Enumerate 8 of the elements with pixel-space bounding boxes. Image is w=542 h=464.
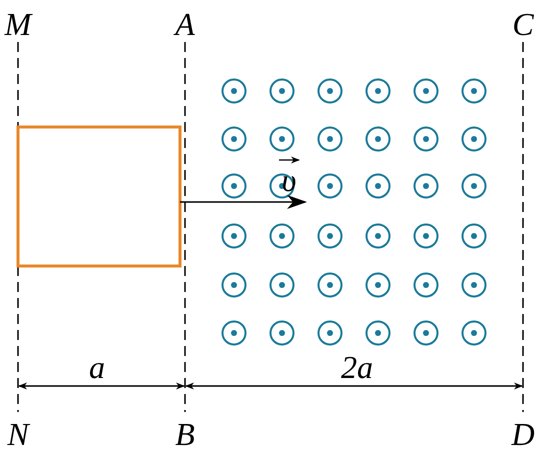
dimension-label: a <box>89 351 105 383</box>
point-label: A <box>175 8 195 40</box>
point-label: M <box>4 8 32 40</box>
dimension-label: 2a <box>341 351 373 383</box>
point-label: C <box>512 8 534 40</box>
point-label: N <box>7 418 29 450</box>
point-label: B <box>175 418 195 450</box>
point-label: D <box>511 418 535 450</box>
